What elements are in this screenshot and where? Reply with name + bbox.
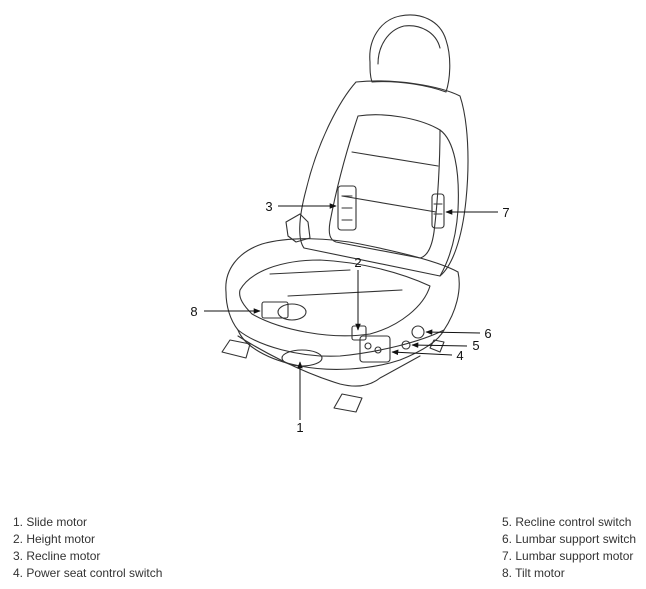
seat-back-stitch-1 (351, 151, 439, 167)
callout-3: 3 (265, 199, 272, 214)
callout-2: 2 (354, 255, 361, 270)
legend-left: 1. Slide motor 2. Height motor 3. Reclin… (13, 514, 162, 582)
cushion-stitch-1 (269, 269, 351, 275)
callout-6: 6 (484, 326, 491, 341)
legend-item: 4. Power seat control switch (13, 566, 163, 580)
legend-item: 3. Recline motor (13, 549, 101, 563)
seat-diagram: 1 2 3 4 5 6 7 8 (190, 14, 510, 435)
legend-item: 5. Recline control switch (502, 515, 632, 529)
callout-5: 5 (472, 338, 479, 353)
seat-belt-buckle (285, 213, 311, 243)
recline-switch-shape (401, 340, 411, 350)
seat-back-outer (299, 80, 469, 277)
tilt-motor-shape (277, 303, 307, 321)
callout-7: 7 (502, 205, 509, 220)
seat-illustration (221, 14, 469, 413)
seat-back-stitch-2 (341, 195, 437, 213)
leader-6 (425, 329, 481, 335)
cushion-stitch-2 (287, 289, 403, 297)
seat-cushion-panel (239, 259, 431, 337)
recline-motor-shape (337, 185, 357, 231)
legend-item: 1. Slide motor (13, 515, 88, 529)
headrest-inner-edge (377, 25, 441, 65)
cushion-side (237, 329, 445, 370)
frame-base (237, 335, 421, 387)
rail-far-right (429, 339, 445, 353)
leader-4 (391, 349, 453, 356)
legend-item: 2. Height motor (13, 532, 96, 546)
callout-1: 1 (296, 420, 303, 435)
legend-item: 7. Lumbar support motor (502, 549, 634, 563)
lumbar-switch-shape (411, 325, 425, 339)
leader-5 (411, 342, 468, 348)
callout-4: 4 (456, 348, 463, 363)
lumbar-motor-shape (431, 193, 445, 229)
switch-panel-shape (359, 335, 391, 363)
callout-8: 8 (190, 304, 197, 319)
rail-right (333, 393, 363, 413)
seat-cushion (225, 238, 460, 357)
callout-lines (204, 203, 498, 420)
seat-back-bolster (439, 129, 459, 277)
rail-left (221, 339, 251, 359)
legend-item: 8. Tilt motor (502, 566, 565, 580)
height-motor-shape (351, 325, 367, 341)
seat-back-panel (328, 114, 441, 259)
legend-right: 5. Recline control switch 6. Lumbar supp… (502, 514, 636, 582)
legend-item: 6. Lumbar support switch (502, 532, 637, 546)
